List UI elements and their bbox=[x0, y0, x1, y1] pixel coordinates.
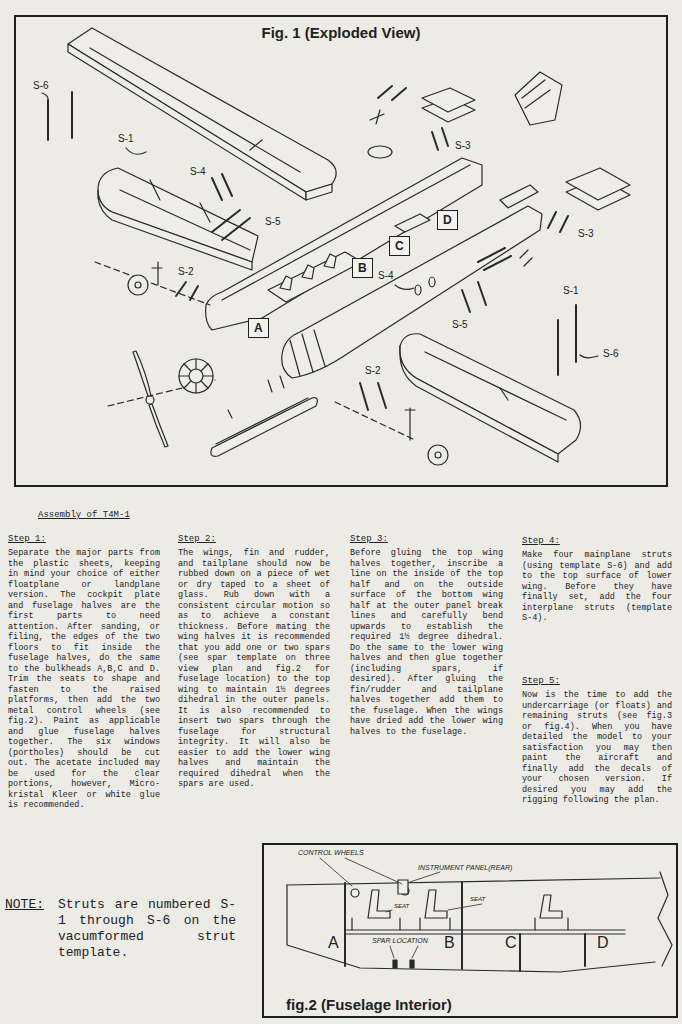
figure-caption: fig.2 (Fuselage Interior) bbox=[286, 996, 452, 1013]
callout-text: SEAT bbox=[470, 896, 485, 902]
callout-text: CONTROL WHEELS bbox=[298, 849, 364, 856]
step-heading: Step 3: bbox=[350, 534, 388, 544]
step-text: Now is the time to add the undercarriage… bbox=[522, 690, 672, 806]
bulkhead-letter: C bbox=[505, 934, 517, 952]
bulkhead-letter: C bbox=[395, 238, 404, 254]
callout-number: S-6 bbox=[603, 348, 619, 359]
callout-text: INSTRUMENT PANEL(REAR) bbox=[418, 864, 512, 871]
callout-number: S-5 bbox=[265, 216, 281, 227]
callout-text: SPAR LOCATION bbox=[372, 937, 428, 944]
bulkhead-box: C bbox=[389, 236, 410, 256]
callout-number: S-1 bbox=[563, 285, 579, 296]
bulkhead-box: D bbox=[437, 210, 458, 230]
figure-frame: Fig. 1 (Exploded View) A B C D bbox=[14, 15, 668, 487]
section-heading: Assembly of T4M-1 bbox=[38, 510, 130, 520]
callout-number: S-3 bbox=[455, 140, 471, 151]
bulkhead-letter: A bbox=[328, 934, 339, 952]
callout-number: S-3 bbox=[578, 228, 594, 239]
bulkhead-letter: D bbox=[443, 212, 452, 228]
note-label: NOTE: bbox=[5, 897, 44, 913]
callout-number: S-2 bbox=[178, 266, 194, 277]
callout-number: S-6 bbox=[33, 80, 49, 91]
bulkhead-letter: B bbox=[358, 260, 367, 276]
callout-number: S-1 bbox=[118, 133, 134, 144]
callout-number: S-5 bbox=[452, 319, 468, 330]
step-heading: Step 2: bbox=[178, 534, 216, 544]
callout-number: S-4 bbox=[190, 166, 206, 177]
step-text: The wings, fin and rudder, and tailplane… bbox=[178, 548, 330, 790]
callout-number: S-4 bbox=[378, 270, 394, 281]
bulkhead-letter: A bbox=[254, 320, 263, 336]
bulkhead-box: B bbox=[352, 258, 373, 278]
step-heading: Step 1: bbox=[8, 534, 46, 544]
callout-number: S-2 bbox=[365, 365, 381, 376]
bulkhead-letter: D bbox=[597, 934, 609, 952]
step-text: Separate the major parts from the plasti… bbox=[8, 548, 160, 811]
note-text: Struts are numbered S-1 through S-6 on t… bbox=[58, 897, 236, 961]
step-text: Before gluing the top wing halves togeth… bbox=[350, 548, 503, 737]
step-heading: Step 4: bbox=[522, 536, 560, 546]
figure-caption: Fig. 1 (Exploded View) bbox=[16, 24, 666, 41]
callout-text: SEAT bbox=[394, 903, 409, 909]
step-text: Make four mainplane struts (using templa… bbox=[522, 550, 672, 624]
bulkhead-box: A bbox=[248, 318, 269, 338]
bulkhead-letter: B bbox=[444, 934, 455, 952]
step-heading: Step 5: bbox=[522, 676, 560, 686]
